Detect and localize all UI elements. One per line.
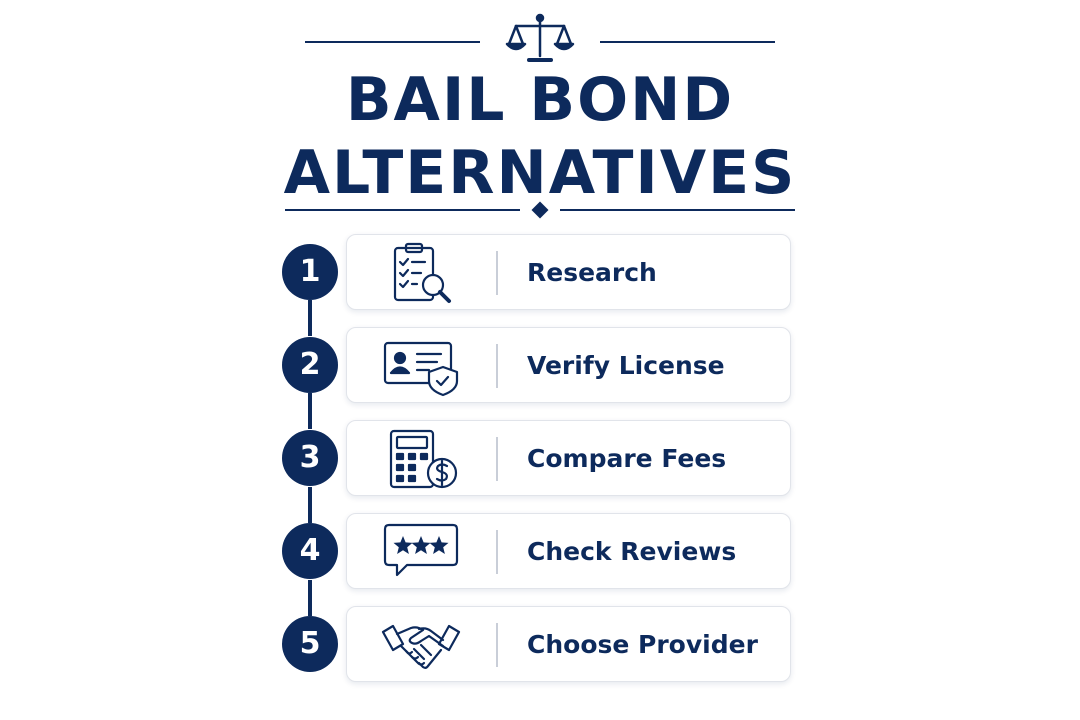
title-line-2: ALTERNATIVES [283,138,797,208]
step-card-check-reviews[interactable]: Check Reviews [346,513,791,589]
step-number-3: 3 [282,430,338,486]
card-divider [496,623,498,667]
step-label: Check Reviews [527,537,737,566]
diamond-icon [531,201,549,219]
step-connector [308,487,312,523]
card-divider [496,437,498,481]
title-divider [285,201,795,219]
step-label: Choose Provider [527,630,758,659]
card-divider [496,251,498,295]
step-label: Compare Fees [527,444,727,473]
card-divider [496,344,498,388]
clipboard-magnifier-icon [393,242,451,303]
handshake-icon [381,624,461,669]
step-number-4: 4 [282,523,338,579]
step-card-compare-fees[interactable]: Compare Fees [346,420,791,496]
step-card-verify-license[interactable]: Verify License [346,327,791,403]
top-ornament [305,13,775,62]
step-card-choose-provider[interactable]: Choose Provider [346,606,791,682]
step-connector [308,393,312,429]
step-card-research[interactable]: Research [346,234,791,310]
step-number-2: 2 [282,337,338,393]
calculator-dollar-icon [389,429,458,489]
title-line-1: BAIL BOND [345,65,735,135]
star-rating-bubble-icon [383,523,459,577]
step-number-1: 1 [282,244,338,300]
scales-of-justice-icon [505,13,575,62]
step-connector [308,580,312,616]
step-label: Verify License [527,351,725,380]
step-label: Research [527,258,657,287]
id-card-shield-icon [383,341,459,397]
card-divider [496,530,498,574]
step-connector [308,300,312,336]
step-number-5: 5 [282,616,338,672]
